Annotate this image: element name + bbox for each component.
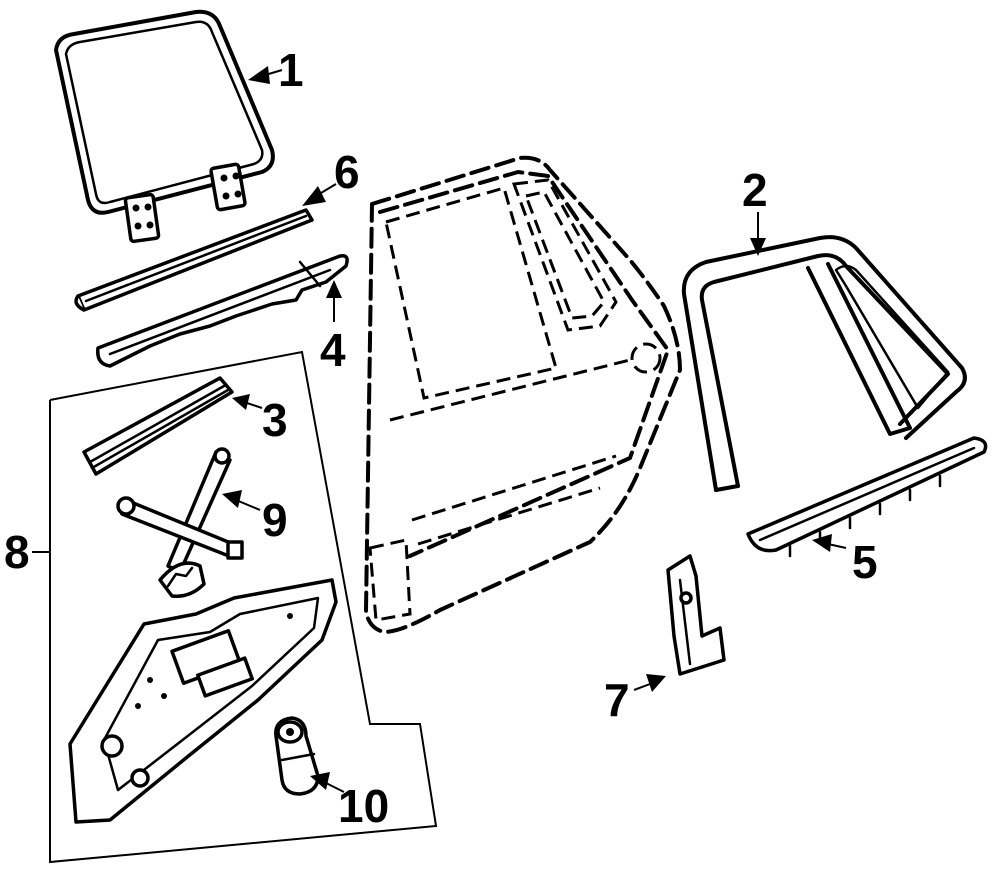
callout-8: 8 bbox=[4, 526, 50, 578]
callout-10-label: 10 bbox=[338, 780, 389, 832]
outer-belt-weatherstrip bbox=[74, 208, 314, 312]
callout-10: 10 bbox=[310, 772, 389, 832]
callout-1: 1 bbox=[248, 44, 304, 96]
callout-6: 6 bbox=[302, 146, 360, 206]
window-regulator-arm bbox=[116, 447, 244, 598]
inner-belt-weatherstrip bbox=[96, 253, 349, 368]
belt-molding bbox=[746, 436, 988, 558]
callout-7: 7 bbox=[604, 674, 666, 726]
callout-7-label: 7 bbox=[604, 674, 630, 726]
callout-5-label: 5 bbox=[852, 536, 878, 588]
callout-3: 3 bbox=[232, 394, 288, 446]
door-glass bbox=[54, 9, 275, 244]
callout-4-label: 4 bbox=[320, 324, 346, 376]
callout-9: 9 bbox=[222, 490, 288, 546]
callout-9-label: 9 bbox=[262, 494, 288, 546]
callout-8-label: 8 bbox=[4, 526, 30, 578]
callout-2: 2 bbox=[742, 164, 768, 256]
channel-bracket bbox=[666, 554, 726, 676]
callout-6-label: 6 bbox=[334, 146, 360, 198]
callout-4: 4 bbox=[320, 280, 346, 376]
callout-2-label: 2 bbox=[742, 164, 768, 216]
glass-run-channel bbox=[82, 376, 234, 476]
window-motor bbox=[274, 716, 320, 796]
callout-3-label: 3 bbox=[262, 394, 288, 446]
regulator-assembly-boundary bbox=[49, 350, 438, 864]
regulator-panel bbox=[68, 578, 338, 824]
rear-door-outline bbox=[364, 155, 682, 634]
callout-5: 5 bbox=[812, 534, 878, 588]
door-frame-weatherstrip bbox=[681, 235, 967, 492]
callout-1-label: 1 bbox=[278, 44, 304, 96]
